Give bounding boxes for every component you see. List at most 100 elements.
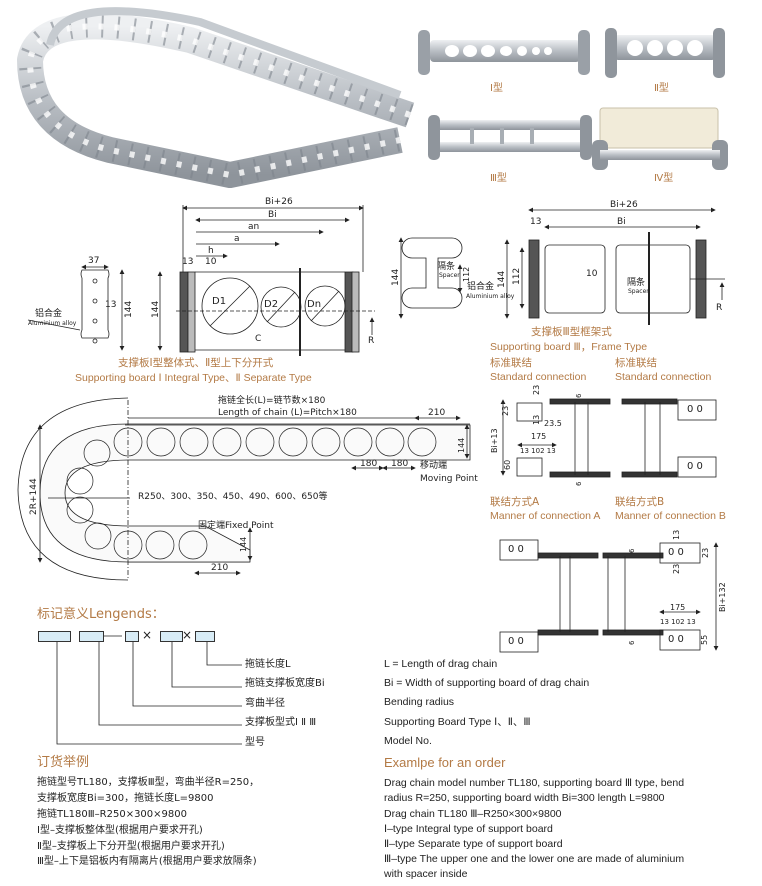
conn-b-holes-1: 0 0: [668, 547, 684, 558]
std-connection-cn-1: 标准联结: [490, 357, 532, 369]
legend-item-cn: 型号: [245, 737, 265, 748]
dim-bi26: Bi+26: [265, 197, 293, 207]
conn-dim-175: 175: [531, 432, 547, 441]
b3-dim-13: 13: [530, 217, 542, 227]
connb-dim-175: 175: [670, 603, 686, 612]
dim-d2: D2: [264, 299, 279, 310]
order-line-en: Drag chain TL180 Ⅲ–R250×300×9800: [384, 808, 562, 820]
type-1-label: Ⅰ型: [490, 83, 503, 94]
connb-dim-23b: 23: [672, 563, 681, 574]
type-2-label: Ⅱ型: [654, 83, 669, 94]
connection-b-en: Manner of connection B: [615, 510, 726, 522]
connb-dim-6b: 6: [628, 640, 636, 645]
legend-item-en: Bi = Width of supporting board of drag c…: [384, 677, 590, 689]
order-line-cn: 支撑板宽度Bi=300，拖链长度L=9800: [37, 793, 214, 804]
dim-13-front: 13: [182, 257, 194, 267]
b3-dim-r: R: [716, 303, 723, 313]
order-title-cn: 订货举例: [37, 755, 90, 770]
board-type-3-photo: [428, 115, 592, 160]
b3-material-en: Aluminium alloy: [466, 293, 515, 300]
b3-dim-bi26: Bi+26: [610, 200, 638, 210]
times-sign-2: ×: [182, 628, 193, 642]
std-connection-cn-2: 标准联结: [615, 357, 657, 369]
chain-height: 2R+144: [29, 478, 39, 515]
legend-item-en: L = Length of drag chain: [384, 658, 498, 670]
conn-dim-6a: 6: [575, 393, 583, 398]
dim-an: an: [248, 222, 260, 232]
b3-dim-144: 144: [391, 268, 401, 286]
moving-point-en: Moving Point: [420, 474, 478, 484]
connection-a-cn: 联结方式A: [490, 496, 540, 508]
dim-102: 102: [671, 618, 685, 626]
b3-dim-112: 112: [462, 266, 471, 282]
b3-dim-144-front: 144: [497, 270, 507, 288]
i-section-board3: [401, 237, 463, 309]
legend-item-cn: 拖链支撑板宽度Bi: [245, 678, 325, 689]
chain-dim-144-top: 144: [457, 437, 466, 453]
order-line-en: Ⅲ–type The upper one and the lower one a…: [384, 853, 685, 865]
conn-a-holes-2: 0 0: [508, 636, 524, 647]
b3-dim-112-front: 112: [512, 267, 522, 285]
conn-dim-23a: 23: [501, 405, 510, 416]
order-title-en: Examlpe for an order: [384, 755, 506, 770]
chain-length-en: Length of chain (L)=Pitch×180: [218, 408, 357, 418]
legend-item-cn: 弯曲半径: [245, 698, 285, 709]
board12-caption-cn: 支撑板Ⅰ型整体式、Ⅱ型上下分开式: [118, 357, 274, 369]
material-en: Aluminium alloy: [28, 320, 77, 327]
dim-144: 144: [124, 300, 134, 318]
conn-dim-60: 60: [503, 459, 512, 470]
b3-spacer-cn: 隔条: [437, 262, 456, 272]
bend-radius-options: R250、300、350、450、490、600、650等: [138, 492, 328, 502]
std-connection-en-1: Standard connection: [490, 371, 587, 383]
std-connection-en-2: Standard connection: [615, 371, 712, 383]
connb-dim-13-102-13: 13 102 13: [660, 619, 696, 626]
order-line-en: radius R=250, supporting board width Bi=…: [384, 792, 665, 804]
chain-length-cn: 拖链全长(L)=链节数×180: [218, 396, 326, 406]
conn-holes-1: 0 0: [687, 404, 703, 415]
dim-144-front: 144: [151, 300, 161, 318]
dim-d1: D1: [212, 296, 227, 307]
dim-h: h: [208, 246, 214, 256]
board-type-4-photo: [592, 107, 728, 170]
legend-item-en: Bending radius: [384, 696, 455, 708]
board3-caption-en: Supporting board Ⅲ，Frame Type: [490, 341, 648, 353]
order-line-cn: 拖链TL180Ⅲ–R250×300×9800: [37, 809, 187, 820]
dim-13-left: 13: [660, 618, 669, 626]
connection-b-cn: 联结方式B: [615, 496, 665, 508]
material-cn: 铝合金: [35, 309, 63, 319]
conn-dim-bi13: Bi+13: [490, 428, 499, 453]
connection-a-en: Manner of connection A: [490, 510, 601, 522]
chain-dim-144-bottom: 144: [239, 536, 248, 552]
connb-dim-55: 55: [700, 634, 709, 645]
type-3-label: Ⅲ型: [490, 173, 507, 184]
order-line-en: Drag chain model number TL180, supportin…: [384, 777, 685, 789]
legend-title: 标记意义Lengends：: [37, 607, 165, 622]
b3-dim-10: 10: [586, 269, 598, 279]
board-type-1-photo: [418, 30, 590, 75]
type-4-label: Ⅳ型: [654, 173, 674, 184]
dim-c: C: [255, 334, 262, 344]
b3-spacer-front-cn: 隔条: [627, 278, 646, 288]
conn-dim-23b: 23: [532, 384, 541, 395]
dim-10: 10: [205, 257, 217, 267]
board-type-2-photo: [605, 28, 725, 78]
chain-pitch-2: 180: [391, 459, 409, 469]
dim-13-left: 13: [520, 447, 529, 455]
connb-dim-13: 13: [672, 529, 681, 540]
conn-b-holes-2: 0 0: [668, 634, 684, 645]
legend-box-type: [79, 631, 104, 642]
conn-dim-23-5: 23.5: [544, 419, 562, 428]
dim-13: 13: [105, 300, 117, 310]
order-line-en: with spacer inside: [384, 868, 468, 880]
b3-spacer-front-en: Spacer: [628, 288, 649, 295]
board12-caption-en: Supporting board Ⅰ Integral Type、Ⅱ Separ…: [75, 372, 312, 384]
order-line-cn: Ⅱ型–支撑板上下分开型(根据用户要求开孔): [37, 841, 225, 852]
order-line-en: Ⅱ–type Separate type of support board: [384, 838, 563, 850]
legend-box-model: [38, 631, 71, 642]
legend-box-radius: [125, 631, 139, 642]
b3-spacer-en: Spacer: [439, 272, 460, 279]
dim-13-right: 13: [686, 618, 696, 626]
legend-item-cn: 拖链长度L: [245, 659, 291, 670]
connb-dim-bi132: Bi+132: [718, 582, 727, 612]
